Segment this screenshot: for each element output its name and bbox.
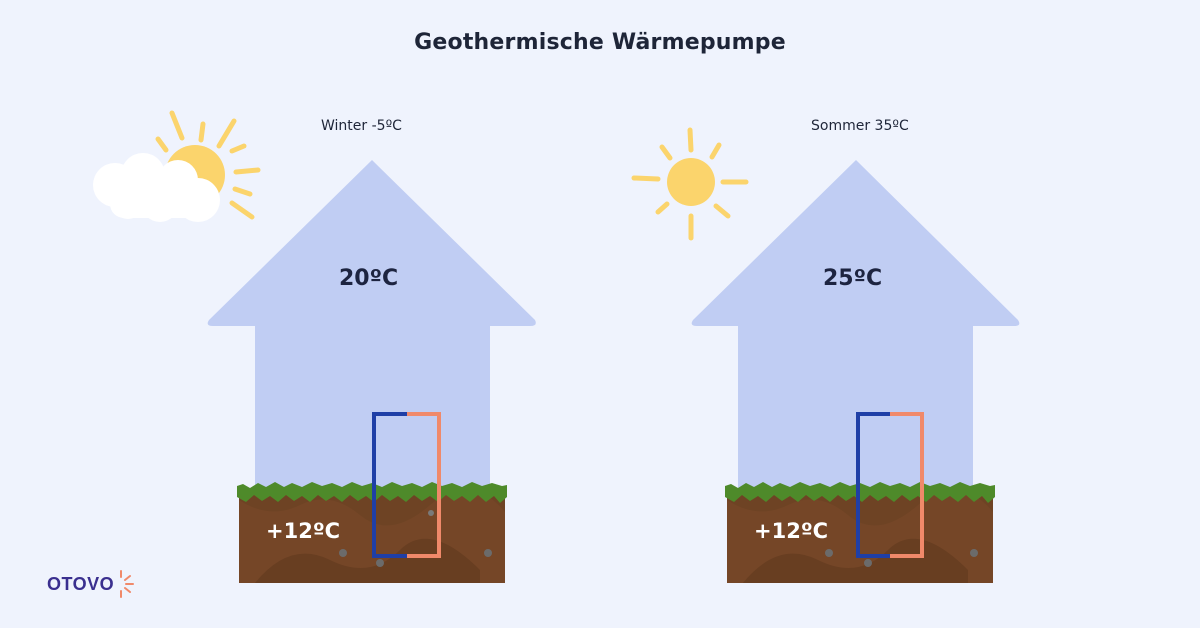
winter-indoor-temp: 20ºC [339, 266, 399, 291]
page-title: Geothermische Wärmepumpe [414, 30, 786, 55]
logo-sunburst-icon [120, 570, 135, 598]
summer-weather-icon [631, 127, 749, 241]
logo-text: OTOVO [47, 573, 115, 594]
summer-ground [725, 482, 995, 583]
winter-ground-temp: +12ºC [266, 519, 341, 543]
winter-pipe-loop [372, 412, 441, 558]
summer-house [691, 160, 1020, 490]
summer-season-label: Sommer 35ºC [811, 118, 909, 134]
summer-pipe-loop [856, 412, 924, 558]
summer-indoor-temp: 25ºC [823, 266, 883, 291]
otovo-logo: OTOVO [47, 569, 136, 599]
winter-weather-icon [93, 110, 261, 222]
winter-season-label: Winter -5ºC [321, 118, 402, 134]
winter-house [207, 160, 536, 490]
summer-ground-temp: +12ºC [754, 519, 829, 543]
